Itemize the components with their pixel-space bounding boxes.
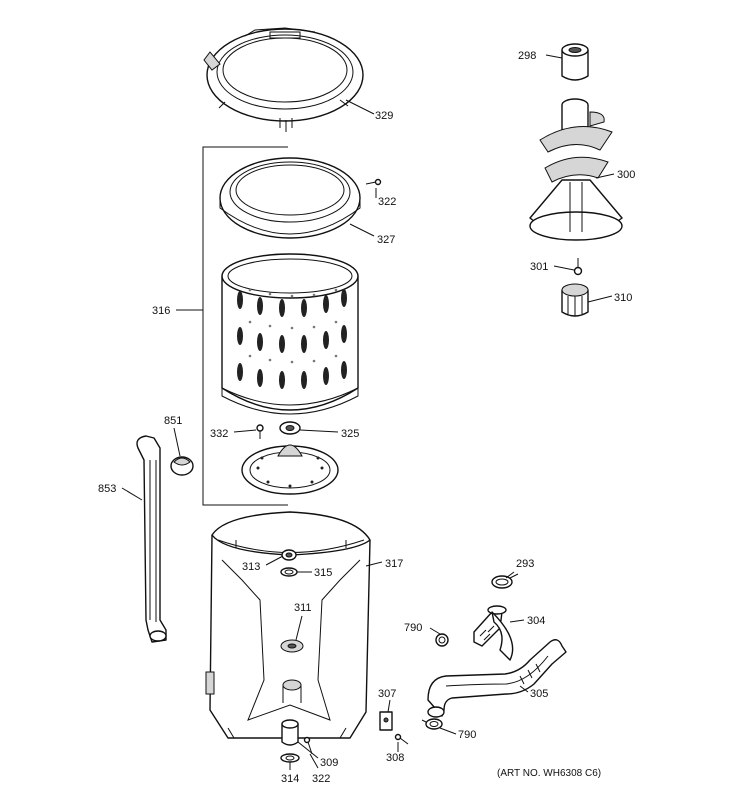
part-label-790-upper: 790: [404, 622, 422, 634]
agitator-part: [529, 98, 623, 241]
screw-part: [256, 424, 264, 439]
agitator-cap-part: [561, 43, 589, 81]
part-label-329: 329: [375, 110, 393, 122]
part-label-307: 307: [378, 688, 396, 700]
part-label-322-lower: 322: [312, 773, 330, 785]
outer-tub-part: [205, 511, 371, 739]
part-label-311: 311: [294, 602, 312, 614]
part-label-305: 305: [530, 688, 548, 700]
seal-part: [279, 421, 301, 435]
bracket-part: [379, 711, 393, 731]
hub-plate-part: [241, 444, 339, 495]
agitator-nut-part: [561, 283, 589, 317]
drain-hose-part: [427, 639, 567, 718]
part-label-310: 310: [614, 292, 632, 304]
part-label-322: 322: [378, 196, 396, 208]
pump-hose-part: [473, 605, 514, 661]
part-label-298: 298: [518, 50, 536, 62]
screw-part: [394, 733, 409, 745]
seal-part: [281, 549, 297, 561]
hose-clamp-part: [421, 718, 443, 730]
basket-assembly-bracket: [202, 146, 288, 506]
washer-part: [280, 753, 300, 763]
part-label-300: 300: [617, 169, 635, 181]
clip-part: [170, 456, 194, 476]
tub-cover-part: [203, 27, 364, 132]
part-label-293: 293: [516, 558, 534, 570]
part-label-304: 304: [527, 615, 545, 627]
bolt-part: [573, 258, 583, 276]
screw-part: [303, 736, 313, 755]
part-label-325: 325: [341, 428, 359, 440]
part-label-851: 851: [164, 415, 182, 427]
hose-clamp-part: [491, 573, 519, 589]
hose-clamp-part: [435, 633, 449, 647]
leader-lines: [121, 54, 615, 770]
screw-part: [365, 178, 382, 186]
part-label-327: 327: [377, 234, 395, 246]
part-label-790-lower: 790: [458, 729, 476, 741]
bearing-part: [280, 639, 304, 653]
bushing-part: [281, 719, 299, 746]
part-label-309: 309: [320, 757, 338, 769]
part-label-301: 301: [530, 261, 548, 273]
part-label-317: 317: [385, 558, 403, 570]
part-label-332: 332: [210, 428, 228, 440]
part-label-853: 853: [98, 483, 116, 495]
part-label-314: 314: [281, 773, 299, 785]
spin-basket-part: [221, 253, 359, 415]
part-label-315: 315: [314, 567, 332, 579]
balance-ring-part: [219, 157, 361, 239]
part-label-313: 313: [242, 561, 260, 573]
drain-hose-part: [136, 435, 167, 643]
part-label-308: 308: [386, 752, 404, 764]
part-label-316: 316: [152, 305, 170, 317]
tub-hub-part: [282, 679, 302, 703]
art-number: (ART NO. WH6308 C6): [497, 768, 601, 779]
ring-part: [280, 567, 298, 577]
